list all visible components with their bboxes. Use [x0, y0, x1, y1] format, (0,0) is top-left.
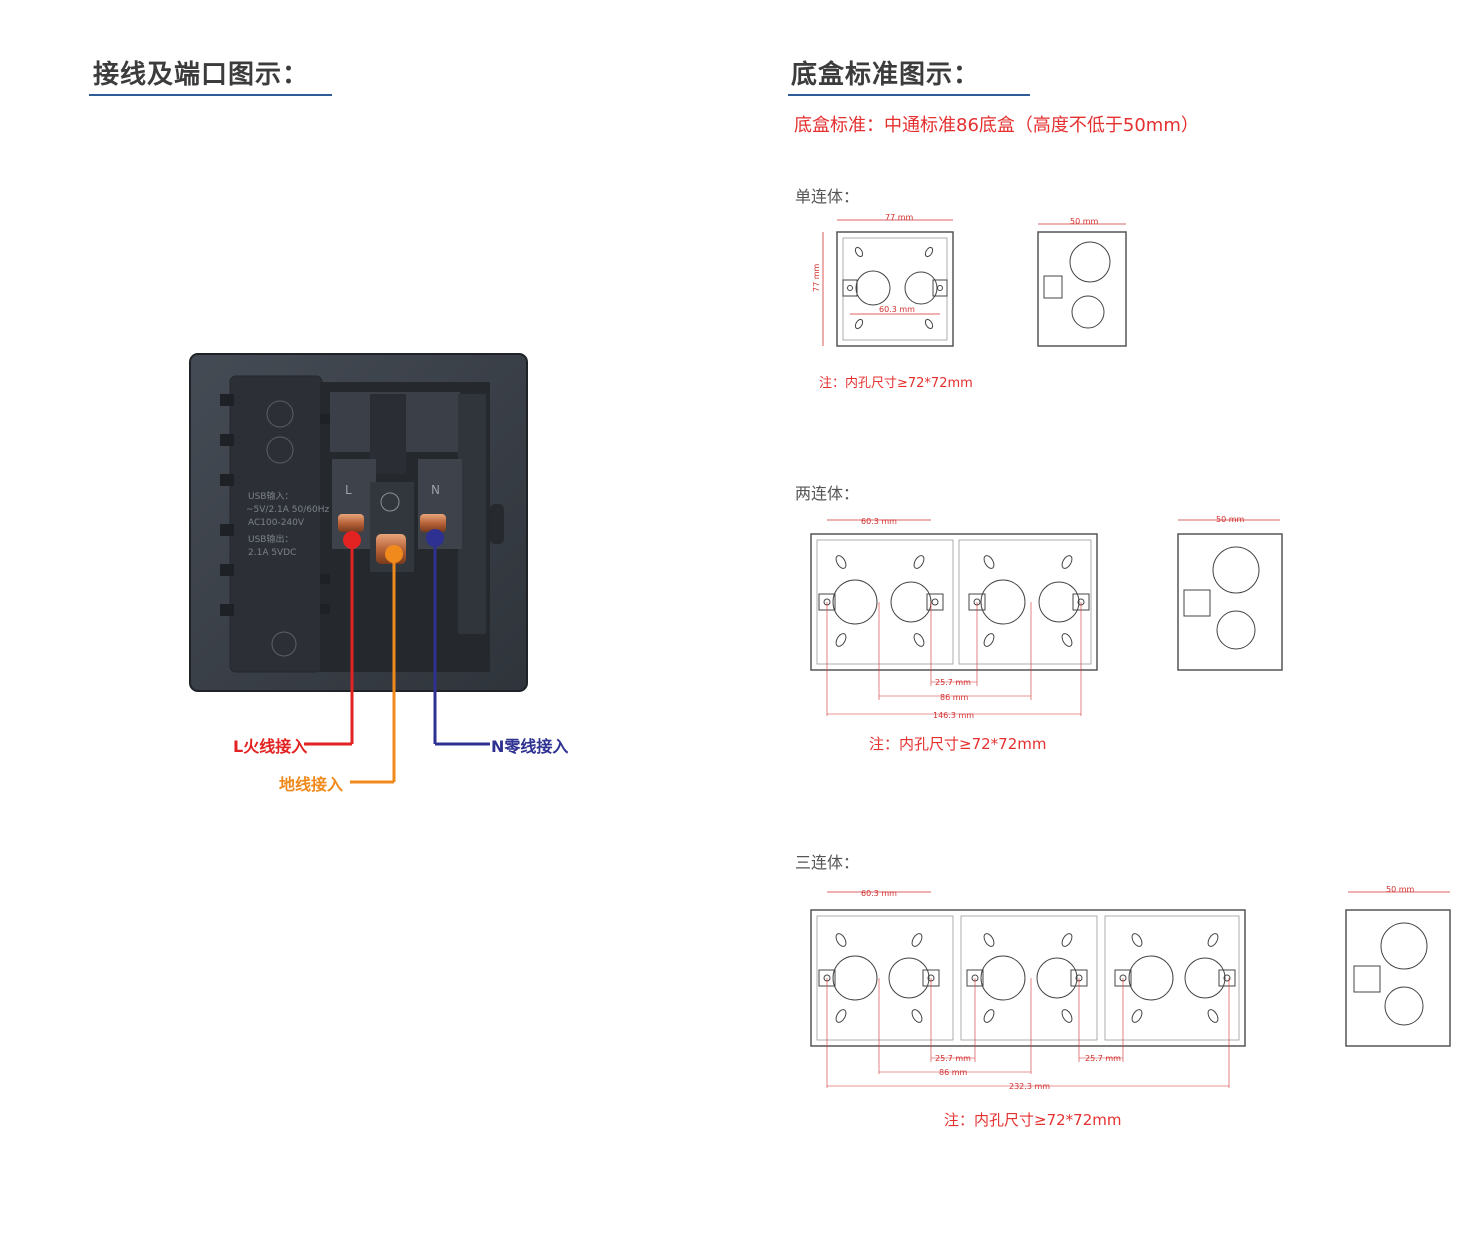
- single-knockout-1: [855, 270, 891, 306]
- single-gang-label: 单连体：: [795, 187, 860, 206]
- triple-box-side-drawing: 50 mm: [1345, 885, 1451, 1047]
- single-box-side-drawing: 50 mm: [1037, 217, 1127, 347]
- double-dim-total: 146.3 mm: [933, 711, 974, 720]
- right-clip: [458, 394, 486, 634]
- triple-gang-label: 三连体：: [795, 853, 860, 872]
- terminal-n-letter: N: [431, 483, 440, 497]
- back-text-usb-out-spec: 2.1A 5VDC: [248, 548, 296, 558]
- live-wire-label: L火线接入: [233, 737, 308, 756]
- earth-wire-label: 地线接入: [279, 775, 344, 794]
- single-box-outline: [836, 231, 954, 347]
- single-note: 注：内孔尺寸≥72*72mm: [819, 376, 973, 391]
- single-dim-width: 77 mm: [885, 213, 914, 222]
- single-dim-depth: 50 mm: [1070, 217, 1099, 226]
- wiring-section-title: 接线及端口图示：: [93, 60, 310, 90]
- earth-dot: [385, 545, 403, 563]
- double-gang-label: 两连体：: [795, 484, 860, 503]
- single-dim-height: 77 mm: [812, 263, 821, 292]
- double-box-side-drawing: 50 mm: [1177, 515, 1283, 671]
- triple-dim-pitch: 86 mm: [939, 1068, 968, 1077]
- double-box-outline: [810, 533, 1098, 671]
- triple-dim-gap1: 25.7 mm: [935, 1054, 971, 1063]
- triple-dim-gap2: 25.7 mm: [1085, 1054, 1121, 1063]
- left-clip-teeth: [220, 394, 330, 616]
- socket-back-illustration: USB输入： ~5V/2.1A 50/60Hz AC100-240V USB输出…: [189, 353, 528, 692]
- triple-dim-total: 232.3 mm: [1009, 1082, 1050, 1091]
- double-dim-pitch: 86 mm: [940, 693, 969, 702]
- double-note: 注：内孔尺寸≥72*72mm: [869, 735, 1047, 753]
- double-box-front-drawing: 60.3 mm 25.7 mm 86 mm 146.3 mm: [810, 517, 1098, 720]
- neutral-dot: [426, 529, 444, 547]
- back-text-usb-in-spec1: ~5V/2.1A 50/60Hz: [246, 505, 329, 515]
- triple-dim-hole: 60.3 mm: [861, 889, 897, 898]
- earth-symbol: [380, 492, 400, 512]
- double-dim-depth: 50 mm: [1216, 515, 1245, 524]
- backbox-title-underline: [788, 94, 1030, 96]
- terminal-l-letter: L: [345, 483, 352, 497]
- wiring-leader-lines: [304, 529, 490, 784]
- live-dot: [343, 531, 361, 549]
- cert-mark-2: [266, 436, 294, 464]
- double-dim-hole: 60.3 mm: [861, 517, 897, 526]
- back-text-usb-out: USB输出：: [248, 533, 293, 545]
- wiring-title-underline: [89, 94, 332, 96]
- triple-dim-depth: 50 mm: [1386, 885, 1415, 894]
- terminal-n-screw: [420, 514, 446, 532]
- terminal-l-screw: [338, 514, 364, 532]
- right-notch: [490, 504, 504, 544]
- triple-box-outline: [810, 909, 1246, 1047]
- cert-mark-1: [266, 400, 294, 428]
- back-text-usb-in: USB输入：: [248, 490, 293, 502]
- neutral-wire-label: N零线接入: [491, 737, 569, 756]
- single-dim-hole: 60.3 mm: [879, 305, 915, 314]
- triple-box-front-drawing: 60.3 mm 25.7 mm 25.7 m: [810, 889, 1246, 1091]
- back-text-usb-in-spec2: AC100-240V: [248, 518, 305, 528]
- cert-mark-3: [271, 631, 297, 657]
- backbox-standard-line: 底盒标准：中通标准86底盒（高度不低于50mm）: [794, 115, 1199, 136]
- triple-note: 注：内孔尺寸≥72*72mm: [944, 1111, 1122, 1129]
- single-box-front-drawing: 77 mm 77 mm 60.3 mm: [812, 213, 954, 347]
- double-dim-gap: 25.7 mm: [935, 678, 971, 687]
- backbox-section-title: 底盒标准图示：: [791, 60, 981, 90]
